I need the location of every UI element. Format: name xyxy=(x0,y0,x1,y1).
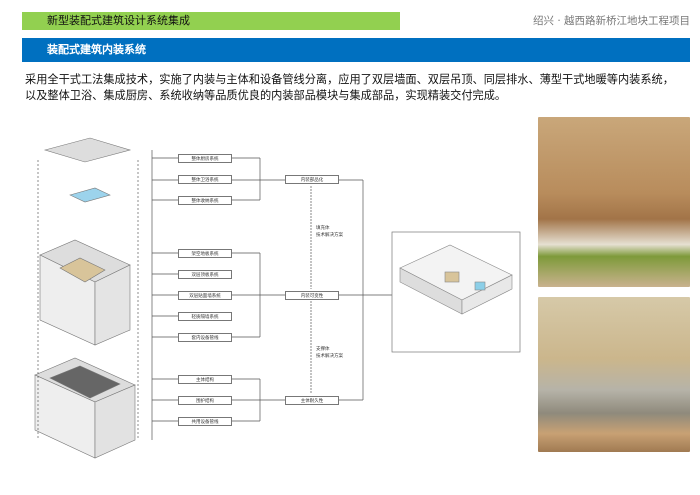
box-envelope: 围护结构 xyxy=(178,396,232,405)
box-interior-variability: 内装可变性 xyxy=(285,291,339,300)
box-structure-durability: 主体耐久性 xyxy=(285,396,339,405)
bedroom-photo xyxy=(538,117,690,287)
note-infill: 填充体 技术解决方案 xyxy=(316,226,343,238)
box-double-wall: 双层贴面墙系统 xyxy=(178,291,232,300)
subsection-title-bar: 装配式建筑内装系统 xyxy=(22,38,690,62)
project-name: 绍兴 · 越西路新桥江地块工程项目 xyxy=(532,15,690,27)
box-shared-pipelines: 共用设备管线 xyxy=(178,417,232,426)
box-integrated-storage: 整体收纳系统 xyxy=(178,196,232,205)
box-main-structure: 主体结构 xyxy=(178,375,232,384)
description-paragraph: 采用全干式工法集成技术，实施了内装与主体和设备管线分离，应用了双层墙面、双层吊顶… xyxy=(25,73,674,102)
box-integrated-bathroom: 整体卫浴系统 xyxy=(178,175,232,184)
note-support: 支撑体 技术解决方案 xyxy=(316,347,343,359)
living-room-photo xyxy=(538,297,690,452)
box-interior-components: 内装部品化 xyxy=(285,175,339,184)
box-double-ceiling: 双层顶板系统 xyxy=(178,270,232,279)
box-light-partition: 轻质隔墙系统 xyxy=(178,312,232,321)
section-title-bar: 新型装配式建筑设计系统集成 xyxy=(22,12,400,30)
box-raised-floor: 架空地板系统 xyxy=(178,249,232,258)
box-integrated-kitchen: 整体厨房系统 xyxy=(178,154,232,163)
box-unit-pipelines: 套内设备管线 xyxy=(178,333,232,342)
